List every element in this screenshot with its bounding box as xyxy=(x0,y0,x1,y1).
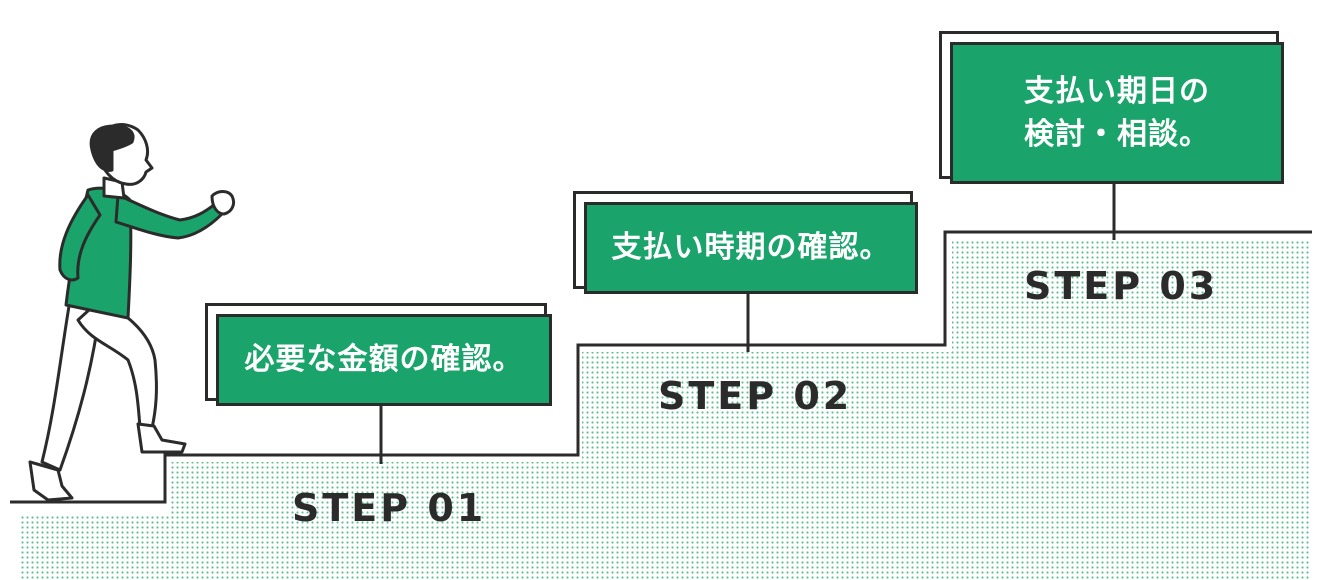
step-03-label: STEP 03 xyxy=(1024,264,1219,308)
step-03-text: 支払い期日の 検討・相談。 xyxy=(1024,73,1210,153)
step-02-box: 支払い時期の確認。 xyxy=(584,202,918,294)
step-01-text: 必要な金額の確認。 xyxy=(244,342,524,378)
climbing-person-icon xyxy=(28,123,236,502)
step-03-box: 支払い期日の 検討・相談。 xyxy=(950,42,1284,184)
stair-dotted-fill xyxy=(20,240,1310,580)
step-02-label: STEP 02 xyxy=(658,374,853,418)
step-01-box: 必要な金額の確認。 xyxy=(216,314,552,406)
step-01-label: STEP 01 xyxy=(292,486,487,530)
staircase-line xyxy=(10,230,1312,504)
step-02-text: 支払い時期の確認。 xyxy=(611,230,891,266)
